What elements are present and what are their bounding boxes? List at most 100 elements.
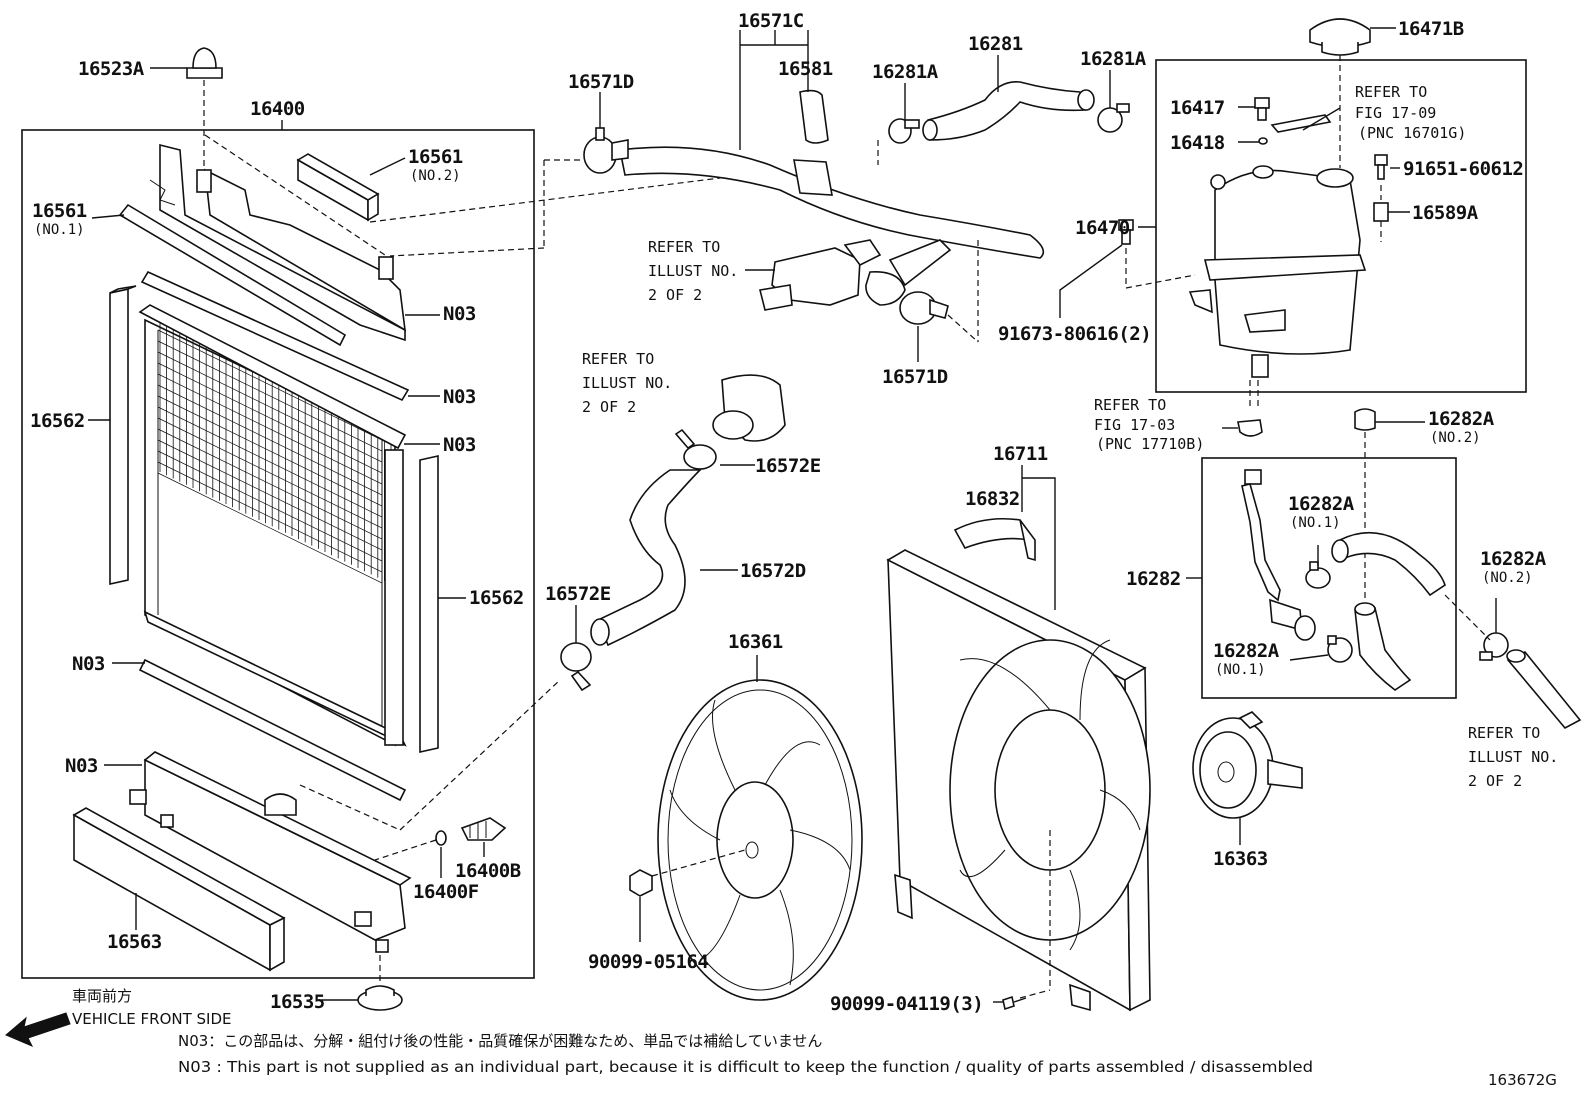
label-16572E-bottom[interactable]: 16572E xyxy=(545,583,611,605)
label-16361[interactable]: 16361 xyxy=(728,631,783,653)
clamp-16572E-bottom[interactable] xyxy=(560,642,592,692)
ref-hose-2: ILLUST NO. xyxy=(1468,748,1558,766)
label-16400[interactable]: 16400 xyxy=(250,98,305,120)
radiator-core[interactable] xyxy=(138,304,407,747)
label-16535[interactable]: 16535 xyxy=(270,991,325,1013)
o-ring-16400F[interactable] xyxy=(435,830,447,846)
clamp-16282A-no1b[interactable] xyxy=(1327,635,1353,663)
label-16281A-left[interactable]: 16281A xyxy=(872,61,939,83)
grommet-17710B xyxy=(1237,419,1263,437)
label-16711[interactable]: 16711 xyxy=(993,443,1048,465)
label-16282A-no1b[interactable]: 16282A xyxy=(1213,640,1280,662)
label-16281[interactable]: 16281 xyxy=(968,33,1023,55)
clamp-16281A-right[interactable] xyxy=(1097,103,1130,133)
radiator-fin-row xyxy=(157,351,383,463)
footer: 車両前方 VEHICLE FRONT SIDE N03：この部品は、分解・組付け… xyxy=(5,987,1557,1089)
label-16581[interactable]: 16581 xyxy=(778,58,833,80)
label-16470[interactable]: 16470 xyxy=(1075,217,1130,239)
label-16282A-top[interactable]: 16282A xyxy=(1428,408,1495,430)
drain-cock-16400B[interactable] xyxy=(460,817,507,841)
clamp-16571D-top[interactable] xyxy=(583,127,629,174)
label-90099-05164[interactable]: 90099-05164 xyxy=(588,951,709,973)
radiator-fin-row xyxy=(157,472,383,584)
side-seal-16562-right[interactable] xyxy=(419,455,439,753)
label-16571D-top[interactable]: 16571D xyxy=(568,71,634,93)
lower-seal-16563[interactable] xyxy=(72,807,286,972)
upper-radiator-hose-16571C[interactable] xyxy=(619,146,1045,259)
label-16589A[interactable]: 16589A xyxy=(1412,202,1479,224)
label-16561-no2[interactable]: 16561 xyxy=(408,146,463,168)
radiator-fin-row xyxy=(157,439,383,551)
side-seal-16562-left[interactable] xyxy=(109,285,137,585)
radiator-lower-tank[interactable] xyxy=(129,751,412,953)
support-cushion-16535[interactable] xyxy=(357,955,403,1011)
label-n03-e[interactable]: N03 xyxy=(65,755,98,777)
ref-fig1703-2: FIG 17-03 xyxy=(1094,416,1175,434)
label-16571D-bottom[interactable]: 16571D xyxy=(882,366,948,388)
reservoir-tank-16470[interactable] xyxy=(1188,165,1367,410)
radiator-fin-row xyxy=(157,340,383,452)
bolt-91651-60612[interactable] xyxy=(1374,154,1388,200)
label-16400F[interactable]: 16400F xyxy=(413,881,479,903)
label-16471B[interactable]: 16471B xyxy=(1398,18,1464,40)
label-16417[interactable]: 16417 xyxy=(1170,97,1225,119)
cooling-fan-16361[interactable] xyxy=(657,679,863,1001)
hose-16281[interactable] xyxy=(922,81,1095,141)
label-16523A[interactable]: 16523A xyxy=(78,58,145,80)
label-91651-60612[interactable]: 91651-60612 xyxy=(1403,158,1524,180)
seal-16561-no2[interactable] xyxy=(296,153,380,222)
upper-gasket[interactable] xyxy=(140,270,410,402)
hose-end-right xyxy=(1506,649,1582,730)
label-16400B[interactable]: 16400B xyxy=(455,860,521,882)
label-16562-left[interactable]: 16562 xyxy=(30,410,85,432)
ref-hose-1: REFER TO xyxy=(1468,724,1540,742)
bolt-91673-80616[interactable] xyxy=(1118,219,1196,289)
label-n03-a[interactable]: N03 xyxy=(443,303,476,325)
ref-fig1703-1: REFER TO xyxy=(1094,396,1166,414)
reservoir-cap-16471B[interactable] xyxy=(1309,18,1371,168)
clamp-16572E-top[interactable] xyxy=(674,428,717,470)
hose-set-16282[interactable] xyxy=(1241,469,1446,691)
hose-clamp-16581[interactable] xyxy=(799,89,829,144)
lower-radiator-hose-16572D[interactable] xyxy=(590,469,702,647)
gasket-16418[interactable] xyxy=(1258,137,1268,145)
radiator-upper-tank[interactable] xyxy=(118,143,406,347)
ref-thermostat-3: 2 OF 2 xyxy=(648,286,702,304)
clamp-16282A-top[interactable] xyxy=(1354,408,1376,600)
clamp-16571D-bottom[interactable] xyxy=(899,240,979,343)
nut-16589A[interactable] xyxy=(1373,202,1389,242)
label-16571C[interactable]: 16571C xyxy=(738,10,804,32)
label-n03-c[interactable]: N03 xyxy=(443,434,476,456)
nut-90099-05164[interactable] xyxy=(629,849,746,897)
fan-motor-16363[interactable] xyxy=(1192,711,1303,819)
label-16561-no1[interactable]: 16561 xyxy=(32,200,87,222)
label-16281A-right[interactable]: 16281A xyxy=(1080,48,1147,70)
label-90099-04119[interactable]: 90099-04119(3) xyxy=(830,993,984,1015)
label-91673-80616[interactable]: 91673-80616(2) xyxy=(998,323,1152,345)
label-16572D[interactable]: 16572D xyxy=(740,560,806,582)
label-16562-right[interactable]: 16562 xyxy=(469,587,524,609)
ref-inlet-3: 2 OF 2 xyxy=(582,398,636,416)
label-16282[interactable]: 16282 xyxy=(1126,568,1181,590)
label-16572E-top[interactable]: 16572E xyxy=(755,455,821,477)
label-16563[interactable]: 16563 xyxy=(107,931,162,953)
clamp-16282A-right[interactable] xyxy=(1444,594,1509,661)
radiator-fin-row xyxy=(157,461,383,573)
bolt-90099-04119[interactable] xyxy=(1002,830,1051,1011)
label-16282A-no1a[interactable]: 16282A xyxy=(1288,493,1355,515)
air-guide-16832[interactable] xyxy=(953,517,1036,562)
fan-shroud-16711[interactable] xyxy=(886,549,1151,1012)
label-n03-b[interactable]: N03 xyxy=(443,386,476,408)
radiator-fin-row xyxy=(157,373,383,485)
label-n03-d[interactable]: N03 xyxy=(72,653,105,675)
radiator-cap-16523A[interactable] xyxy=(186,47,223,175)
label-16282A-right[interactable]: 16282A xyxy=(1480,548,1547,570)
label-16418[interactable]: 16418 xyxy=(1170,132,1225,154)
label-16832[interactable]: 16832 xyxy=(965,488,1020,510)
lower-gasket[interactable] xyxy=(138,658,407,802)
clamp-16281A-left[interactable] xyxy=(877,118,920,165)
bolt-16417[interactable] xyxy=(1254,97,1270,121)
label-16363[interactable]: 16363 xyxy=(1213,848,1268,870)
ref-thermostat-1: REFER TO xyxy=(648,238,720,256)
